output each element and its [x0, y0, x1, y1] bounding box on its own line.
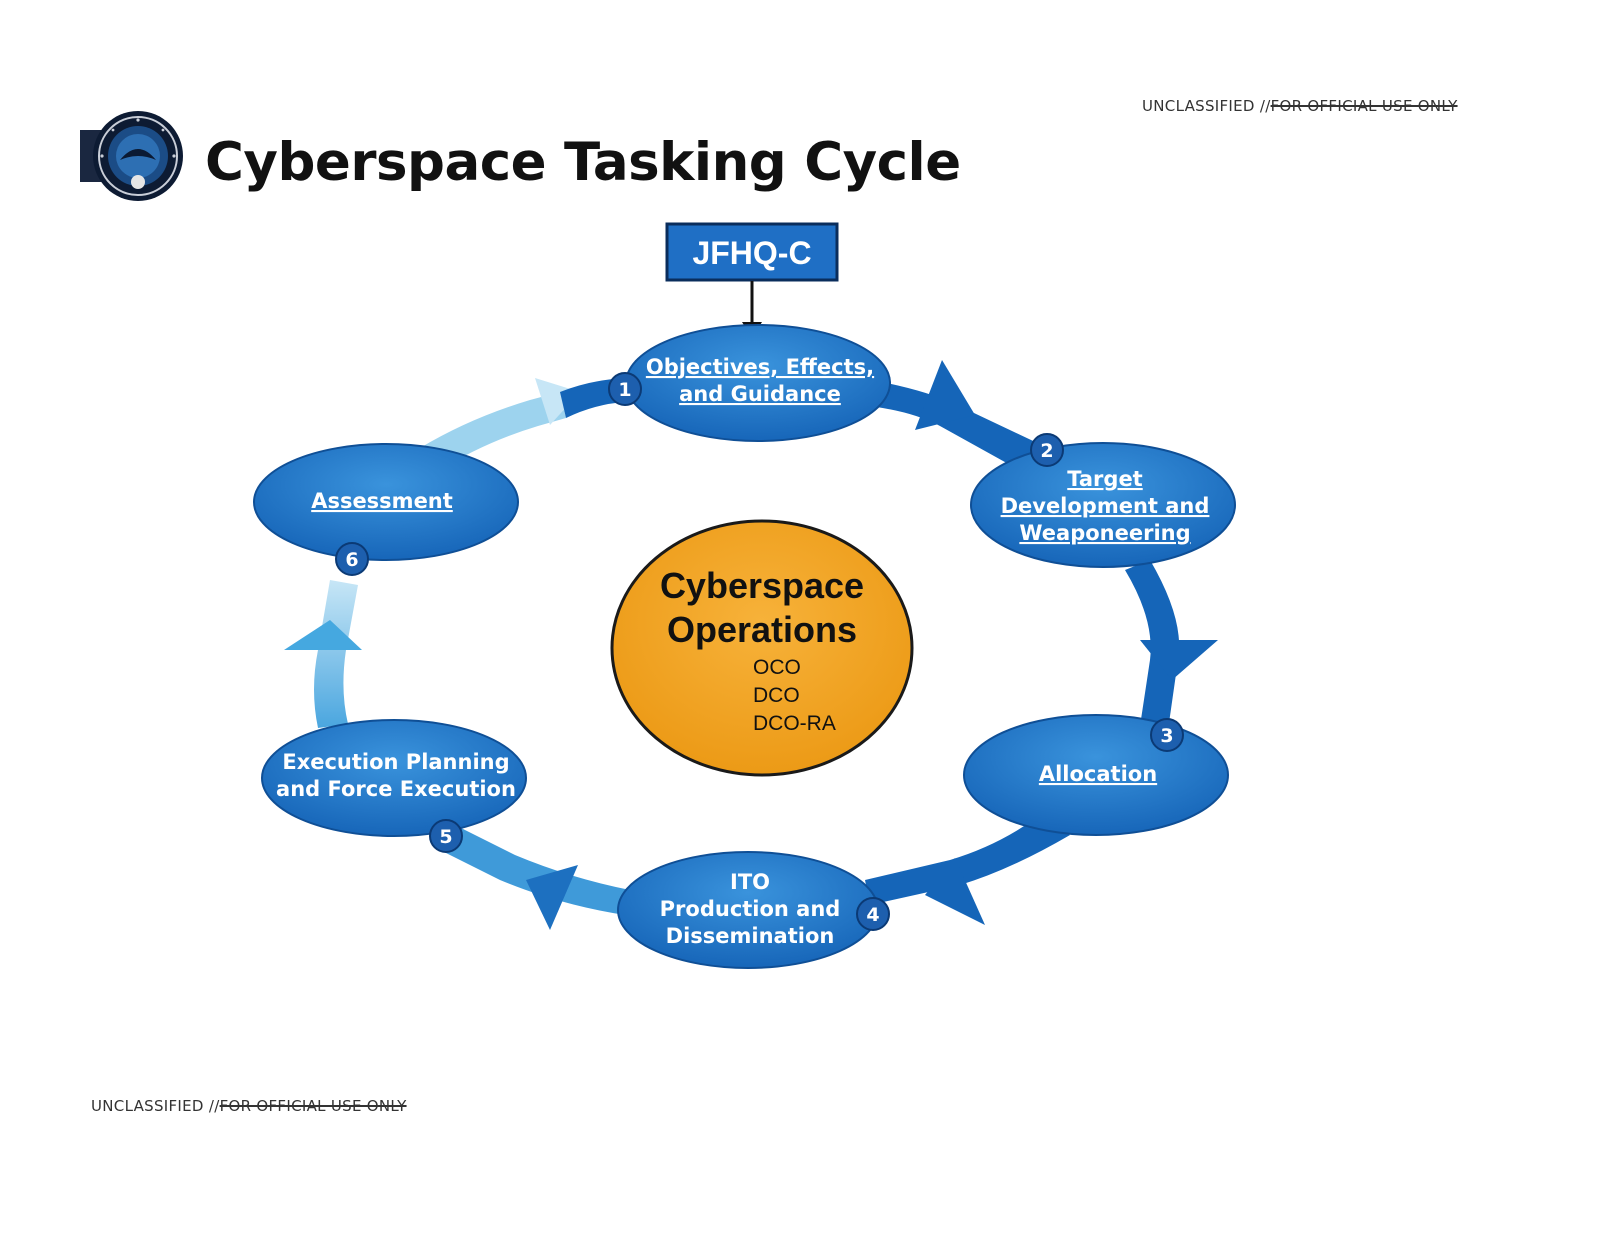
center-operations-circle: Cyberspace Operations OCO DCO DCO-RA: [610, 519, 914, 777]
step-node-1: Objectives, Effects, and Guidance 1: [608, 324, 891, 442]
step-1-label-line2: and Guidance: [679, 382, 841, 406]
classification-banner-top: UNCLASSIFIED //FOR OFFICIAL USE ONLY: [1142, 97, 1458, 115]
step-4-label-line1: ITO: [730, 870, 770, 894]
step-4-label-line3: Dissemination: [666, 924, 835, 948]
step-5-label-line2: and Force Execution: [276, 777, 516, 801]
center-item-dco: DCO: [753, 684, 800, 707]
cycle-ring: [284, 360, 1218, 930]
step-6-label: Assessment: [311, 489, 453, 513]
step-6-number: 6: [345, 549, 358, 571]
step-2-label-line1: Target: [1067, 467, 1142, 491]
step-3-number: 3: [1160, 725, 1173, 747]
arrowhead-2-to-3: [1140, 640, 1218, 680]
arrow-6-to-1: [420, 392, 566, 470]
step-4-label-line2: Production and: [660, 897, 841, 921]
arrowhead-5-to-6: [284, 620, 362, 650]
jfhq-label: JFHQ-C: [692, 235, 811, 271]
step-2-label-line2: Development and: [1001, 494, 1210, 518]
step-2-number: 2: [1040, 440, 1053, 462]
jfhq-box: JFHQ-C: [665, 222, 839, 282]
arrowhead-3-to-4: [925, 858, 985, 925]
step-2-label-line3: Weaponeering: [1019, 521, 1190, 545]
step-5-number: 5: [439, 826, 452, 848]
step-1-number: 1: [618, 379, 631, 401]
step-3-label: Allocation: [1039, 762, 1157, 786]
arrowhead-4-to-5: [526, 865, 578, 930]
step-node-2: Target Development and Weaponeering 2: [970, 433, 1236, 568]
center-item-dco-ra: DCO-RA: [753, 712, 836, 735]
step-node-5: Execution Planning and Force Execution 5: [261, 719, 527, 853]
arrow-1-to-2: [860, 378, 1048, 476]
classification-struck-caveat: FOR OFFICIAL USE ONLY: [219, 1097, 407, 1115]
center-title-line1: Cyberspace: [660, 565, 864, 606]
step-node-4: ITO Production and Dissemination 4: [617, 851, 890, 969]
page-title: Cyberspace Tasking Cycle: [205, 132, 961, 193]
step-4-number: 4: [866, 904, 879, 926]
step-node-6: Assessment 6: [253, 443, 519, 576]
step-node-3: Allocation 3: [963, 714, 1229, 836]
arrow-3-to-4: [865, 815, 1070, 905]
arrowhead-1-to-2: [915, 360, 975, 430]
arrow-5-to-6: [314, 580, 358, 728]
classification-banner-bottom: UNCLASSIFIED //FOR OFFICIAL USE ONLY: [91, 1097, 407, 1115]
center-item-oco: OCO: [753, 656, 801, 679]
center-title-line2: Operations: [667, 609, 857, 650]
classification-label: UNCLASSIFIED //: [91, 1097, 220, 1115]
step-5-label-line1: Execution Planning: [282, 750, 509, 774]
classification-label: UNCLASSIFIED //: [1142, 97, 1271, 115]
step-1-label-line1: Objectives, Effects,: [646, 355, 874, 379]
arrow-4-to-5: [440, 825, 630, 915]
classification-struck-caveat: FOR OFFICIAL USE ONLY: [1270, 97, 1458, 115]
seal-icon: [80, 111, 183, 201]
